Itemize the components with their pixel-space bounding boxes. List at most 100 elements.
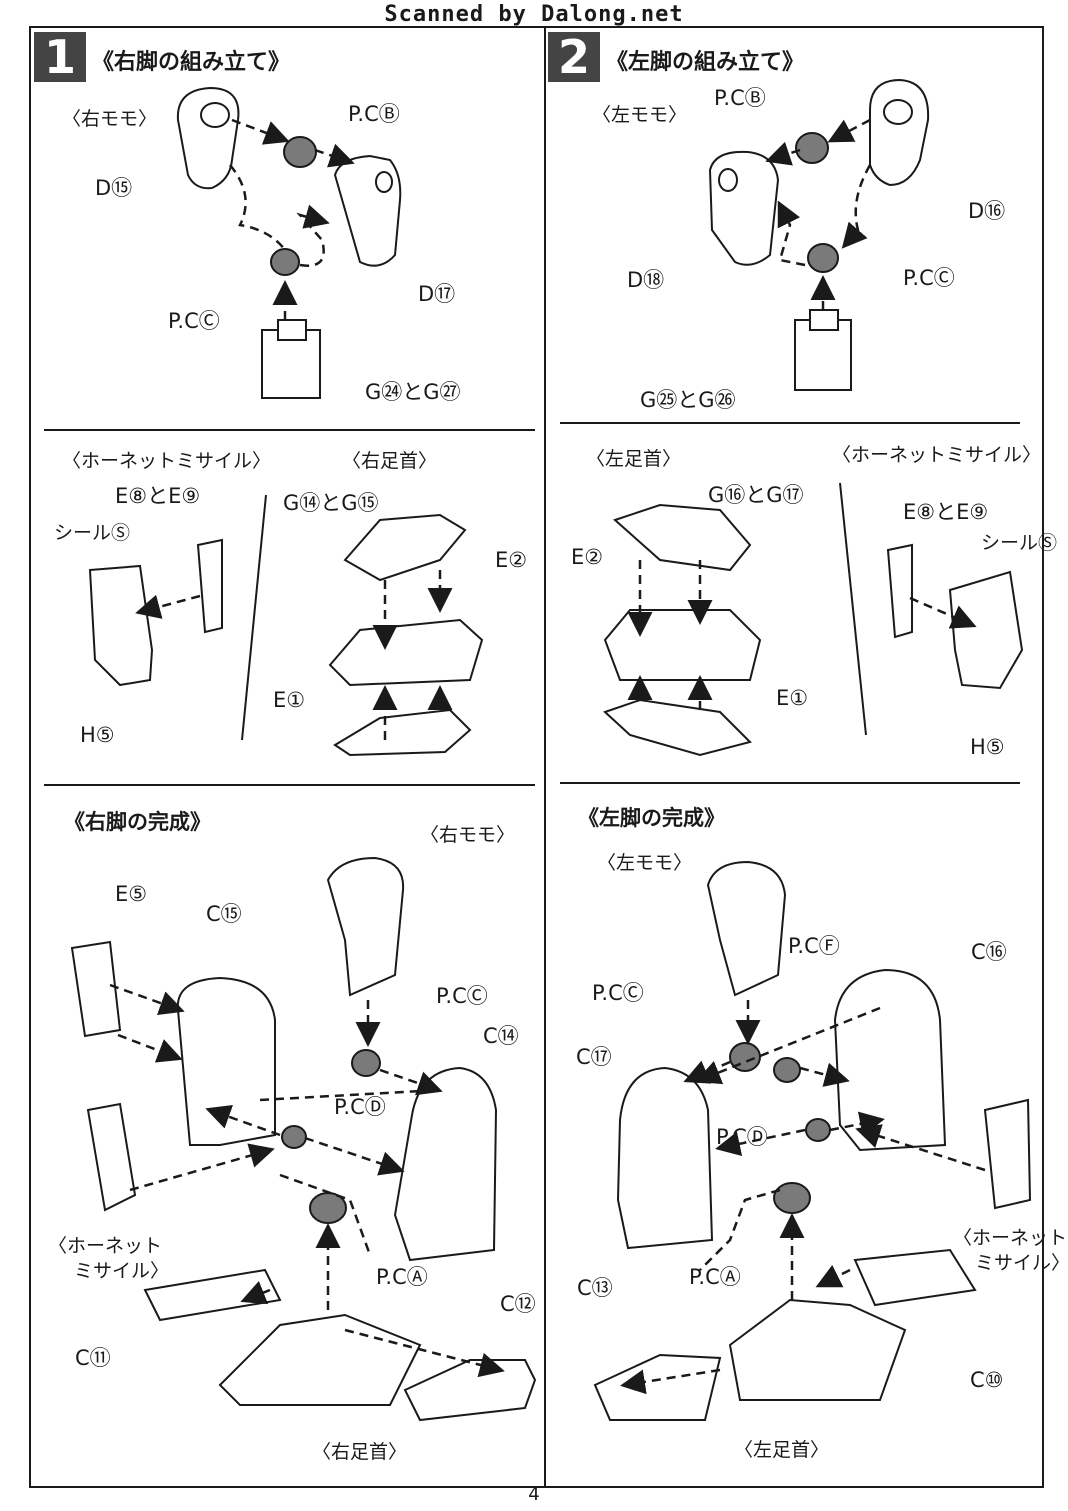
part-right-ankle-complete: [218, 1313, 422, 1406]
part-d18: [708, 150, 780, 266]
part-c16: [833, 968, 947, 1152]
polycap-c-right: [270, 248, 300, 276]
label-g16-g17: G⑯とG⑰: [708, 483, 804, 507]
label-seal-right: シールⓈ: [54, 522, 131, 544]
label-c12: C⑫: [500, 1292, 536, 1316]
label-pcc-left-complete: P.CⒸ: [592, 981, 644, 1005]
part-e2-right: [328, 618, 484, 687]
divider-left-mid: [241, 494, 267, 741]
part-d15: [176, 86, 240, 190]
page-number: 4: [528, 1484, 540, 1505]
polycap-f-left-complete: [773, 1057, 801, 1083]
label-left-thigh-complete: 〈左モモ〉: [597, 852, 693, 874]
part-missile-right-complete: [86, 1102, 137, 1212]
part-c14: [393, 1066, 498, 1262]
step-2-number: 2: [548, 32, 600, 82]
label-e5: E⑤: [115, 882, 148, 906]
part-e1-left: [603, 698, 752, 757]
label-c17: C⑰: [576, 1045, 612, 1069]
label-e8-e9-left: E⑧とE⑨: [903, 500, 989, 524]
polycap-b-right: [283, 136, 317, 168]
label-h5-left: H⑤: [970, 735, 1005, 759]
label-missile-left-complete-2: ミサイル〉: [975, 1252, 1068, 1274]
section-left-thigh: 〈左モモ〉: [592, 104, 688, 126]
polycap-d-right-complete: [281, 1125, 307, 1149]
part-g-top: [277, 319, 307, 341]
label-e2-left: E②: [571, 545, 604, 569]
part-missile-pod-right: [88, 564, 154, 687]
label-pcd-right-complete: P.CⒹ: [334, 1095, 386, 1119]
part-d17-socket: [375, 171, 393, 193]
section-right-thigh: 〈右モモ〉: [62, 108, 158, 130]
part-d18-socket: [718, 168, 738, 192]
polycap-c-right-complete: [351, 1049, 381, 1077]
label-pca-left-complete: P.CⒶ: [689, 1265, 741, 1289]
step-1-title: 《右脚の組み立て》: [92, 50, 291, 75]
part-d16: [869, 78, 930, 187]
part-e8-e9-right: [196, 538, 223, 634]
section-right-ankle: 〈右足首〉: [342, 450, 438, 472]
section-right-missile: 〈ホーネットミサイル〉: [62, 450, 272, 472]
label-missile-left-complete: 〈ホーネット: [953, 1227, 1068, 1249]
part-c17: [616, 1066, 714, 1250]
step-2-title: 《左脚の組み立て》: [606, 50, 805, 75]
part-c10: [853, 1248, 977, 1307]
part-g24-g27: [261, 329, 321, 399]
page-frame: [29, 26, 1044, 1488]
polycap-a-left-complete: [773, 1182, 811, 1214]
part-missile-left-complete: [983, 1098, 1032, 1210]
step-1-number: 1: [34, 32, 86, 82]
part-g25-g26: [794, 319, 852, 391]
label-c11: C⑪: [75, 1346, 111, 1370]
part-c15: [176, 976, 276, 1146]
part-e8-e9-left: [886, 543, 913, 639]
part-d15-socket: [200, 102, 230, 128]
label-seal-left: シールⓈ: [981, 532, 1058, 554]
part-missile-pod-left: [948, 570, 1024, 690]
section-left-missile: 〈ホーネットミサイル〉: [832, 444, 1042, 466]
section-left-ankle: 〈左足首〉: [586, 448, 682, 470]
part-right-thigh-complete: [326, 856, 405, 997]
label-g14-g15: G⑭とG⑮: [283, 491, 379, 515]
label-d17: D⑰: [418, 282, 456, 306]
label-right-ankle-complete: 〈右足首〉: [312, 1441, 408, 1463]
polycap-b-left: [795, 132, 829, 164]
part-left-ankle-complete: [728, 1298, 907, 1401]
label-e2-right: E②: [495, 548, 528, 572]
part-g14-g15: [343, 513, 467, 582]
label-c16: C⑯: [971, 940, 1007, 964]
label-pcb-left: P.CⒷ: [714, 86, 766, 110]
label-pcc-right: P.CⒸ: [168, 309, 220, 333]
label-missile-right-complete: 〈ホーネット: [48, 1235, 163, 1257]
label-e8-e9-right: E⑧とE⑨: [115, 484, 201, 508]
label-pcb-right: P.CⒷ: [348, 102, 400, 126]
label-c13: C⑬: [577, 1276, 613, 1300]
part-d17: [333, 154, 402, 267]
watermark: Scanned by Dalong.net: [384, 2, 684, 27]
part-c12: [403, 1359, 537, 1422]
label-d18: D⑱: [627, 268, 665, 292]
label-d16: D⑯: [968, 199, 1006, 223]
label-pca-right-complete: P.CⒶ: [376, 1265, 428, 1289]
polycap-d-left-complete: [805, 1118, 831, 1142]
label-e1-right: E①: [273, 688, 306, 712]
divider-right-mid: [839, 482, 867, 736]
label-g24-g27: G㉔とG㉗: [365, 380, 461, 404]
part-c13: [593, 1353, 722, 1421]
label-left-ankle-complete: 〈左足首〉: [734, 1439, 830, 1461]
polycap-c-left: [807, 243, 839, 273]
part-e2-left: [603, 609, 762, 681]
label-c15: C⑮: [206, 902, 242, 926]
part-e5: [70, 940, 122, 1038]
label-pcd-left-complete: P.CⒹ: [716, 1125, 768, 1149]
label-pcf-left-complete: P.CⒻ: [788, 934, 840, 958]
part-g16-g17: [613, 503, 752, 572]
label-h5-right: H⑤: [80, 723, 115, 747]
label-e1-left: E①: [776, 686, 809, 710]
label-missile-right-complete-2: ミサイル〉: [74, 1260, 170, 1282]
label-pcc-left: P.CⒸ: [903, 266, 955, 290]
label-c10: C⑩: [970, 1368, 1004, 1392]
part-d16-socket: [883, 99, 913, 125]
label-d15: D⑮: [95, 176, 133, 200]
